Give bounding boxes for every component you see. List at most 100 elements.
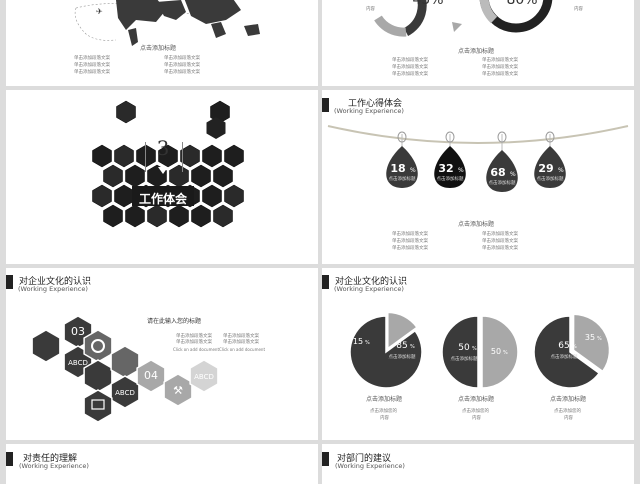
s1-left-line-1: 单击添加段落文案 <box>74 56 110 61</box>
hexagon-tile <box>206 117 226 139</box>
pie-big-unit: % <box>472 346 477 352</box>
s6-subtitle: (Working Experience) <box>334 285 404 293</box>
pie-caption-3: 点击添加标题 <box>550 396 587 403</box>
pie-big-value: 50 <box>458 343 470 353</box>
title-backdrop <box>132 186 194 206</box>
hexagon-tile <box>213 204 233 228</box>
hexagon-tile <box>224 184 244 208</box>
s4-right-line-2: 单击添加段落文案 <box>482 239 518 244</box>
hexagon-tile <box>116 100 136 124</box>
slide-drops: 工作心得体会 (Working Experience) 18%点击添加标题 32%… <box>322 90 634 264</box>
hexagon-tile <box>92 144 112 168</box>
pie-slice-big <box>441 315 479 389</box>
s2-right-line-2: 单击添加段落文案 <box>482 65 518 70</box>
s8-title: 对部门的建议 <box>337 454 392 464</box>
hexagon-tile <box>136 144 156 168</box>
s7-subtitle: (Working Experience) <box>19 462 89 470</box>
drop-value: 29 <box>538 162 553 175</box>
s1-right-line-1: 单击添加段落文案 <box>164 56 200 61</box>
pie-desc-3b: 内容 <box>564 416 573 421</box>
pie-small-unit: % <box>503 350 508 356</box>
ring-left-value: 45% <box>412 0 443 8</box>
s2-left-line-3: 单击添加段落文案 <box>392 72 428 77</box>
pie-small-value: 15 <box>353 337 363 346</box>
s5-title: 对企业文化的认识 <box>19 277 92 287</box>
s4-right-line-1: 单击添加段落文案 <box>482 232 518 237</box>
hex-cell: ABCD <box>110 375 140 409</box>
airplane-icon: ✈ <box>96 7 103 16</box>
drop-1: 18%点击添加标题 <box>386 131 418 188</box>
s2-right-line-1: 单击添加段落文案 <box>482 58 518 63</box>
hexagon-tile <box>224 144 244 168</box>
s5-en-right: Click on add document <box>219 347 266 352</box>
s5-heading: 请在此输入您的标题 <box>147 318 202 325</box>
pie-desc-2a: 点击添加您的 <box>462 409 489 414</box>
slide-department: 对部门的建议 (Working Experience) <box>322 444 634 484</box>
s4-right-line-3: 单击添加段落文案 <box>482 246 518 251</box>
s4-title: 工作心得体会 <box>348 99 403 109</box>
hex-label: ABCD <box>194 373 214 381</box>
hex-cell <box>83 359 113 393</box>
s5-col2-line-2: 单击添加段落文案 <box>223 340 259 345</box>
section-number-frame <box>145 142 183 172</box>
pie-small-unit: % <box>365 340 370 346</box>
s8-subtitle: (Working Experience) <box>335 462 405 470</box>
hex-label: 03 <box>71 325 85 338</box>
drop-label: 点击添加标题 <box>437 175 464 182</box>
s5-col2-line-1: 单击添加段落文案 <box>223 334 259 339</box>
lifebuoy-icon <box>91 339 105 353</box>
hexagon-tile <box>202 144 222 168</box>
s2-left-line-1: 单击添加段落文案 <box>392 58 428 63</box>
hex-cell: 04 <box>136 359 166 393</box>
pie-slice-small <box>572 313 611 373</box>
s2-top-text-left: 内容 <box>366 7 375 12</box>
header-bar <box>6 452 13 466</box>
hex-cell <box>83 389 113 423</box>
drop-unit: % <box>558 167 564 174</box>
s4-caption: 点击添加标题 <box>458 221 495 228</box>
s5-col1-line-2: 单击添加段落文案 <box>176 340 212 345</box>
drop-2: 32%点击添加标题 <box>434 131 466 188</box>
s1-right-line-3: 单击添加段落文案 <box>164 70 200 75</box>
pie-big-unit: % <box>572 344 577 350</box>
hex-cell: ABCD <box>189 359 219 393</box>
hexagon-tile <box>202 184 222 208</box>
slide-responsibility: 对责任的理解 (Working Experience) <box>6 444 318 484</box>
s4-left-line-1: 单击添加段落文案 <box>392 232 428 237</box>
ring-right-value: 80% <box>506 0 537 8</box>
hexagon-tile <box>125 164 145 188</box>
pie-big-label: 点击添加标题 <box>451 355 478 362</box>
pie-big-unit: % <box>410 344 415 350</box>
slide-world-map: ✈ 点击添加标题 单击添加段落文案 单击添加段落文案 单击添加段落文案 单击添加… <box>6 0 318 86</box>
header-bar <box>322 275 329 289</box>
hex-cell <box>83 329 113 363</box>
pie-small-unit: % <box>597 336 602 342</box>
s4-subtitle: (Working Experience) <box>334 107 404 115</box>
pie-slice-small <box>387 311 418 350</box>
hexagon-tile <box>180 144 200 168</box>
hexagon-tile <box>114 144 134 168</box>
triangle-down-icon <box>158 167 168 174</box>
tools-icon: ⚒ <box>173 384 183 397</box>
s1-right-line-2: 单击添加段落文案 <box>164 63 200 68</box>
pie-caption-1: 点击添加标题 <box>366 396 403 403</box>
hex-cell <box>31 329 61 363</box>
hex-label: ABCD <box>68 359 88 367</box>
header-bar <box>322 452 329 466</box>
hexagon-tile <box>103 164 123 188</box>
pie-small-value: 35 <box>585 333 595 342</box>
pie-slice-big <box>349 315 423 389</box>
drop-label: 点击添加标题 <box>389 175 416 182</box>
hexagon-tile <box>158 144 178 168</box>
pie-desc-3a: 点击添加您的 <box>554 409 581 414</box>
drop-4: 29%点击添加标题 <box>534 131 566 188</box>
drop-value: 32 <box>438 162 453 175</box>
s1-left-line-2: 单击添加段落文案 <box>74 63 110 68</box>
slide-ring-charts: 45% 80% 内容 内容 点击添加标题 单击添加段落文案 单击添加段落文案 单… <box>322 0 634 86</box>
hexagon-cluster <box>92 100 244 228</box>
s5-subtitle: (Working Experience) <box>18 285 88 293</box>
